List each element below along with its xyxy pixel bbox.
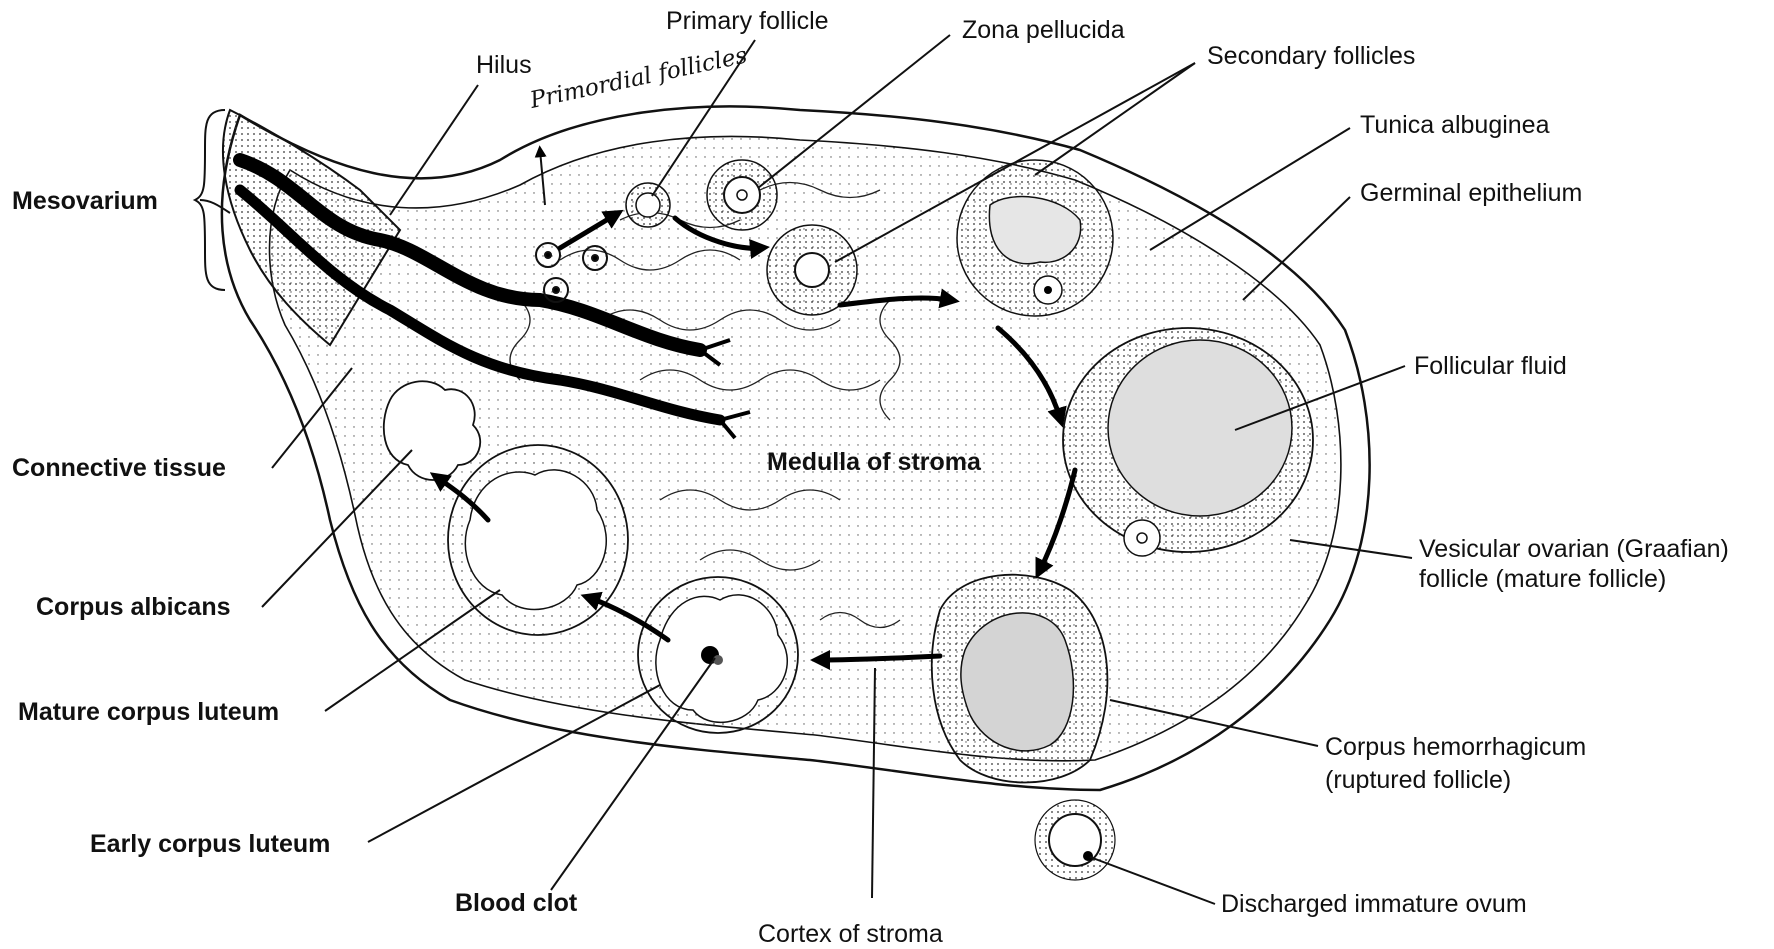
- discharged-ovum: [1035, 800, 1115, 880]
- label-secondary-follicles: Secondary follicles: [1207, 42, 1415, 70]
- label-mesovarium: Mesovarium: [12, 187, 158, 215]
- corpus-hemorrhagicum: [932, 575, 1108, 783]
- label-primordial-follicles: Primordial follicles: [527, 42, 750, 114]
- label-follicular-fluid: Follicular fluid: [1414, 352, 1567, 380]
- secondary-follicle-small: [767, 225, 857, 315]
- label-zona-pellucida: Zona pellucida: [962, 16, 1125, 44]
- label-vesicular-follicle-2: follicle (mature follicle): [1419, 565, 1666, 593]
- label-vesicular-follicle-1: Vesicular ovarian (Graafian): [1419, 535, 1729, 563]
- mesovarium-bracket: [195, 110, 225, 290]
- label-primary-follicle: Primary follicle: [666, 7, 829, 35]
- zona-pellucida-follicle: [707, 160, 777, 230]
- secondary-follicle-large: [957, 160, 1113, 316]
- label-medulla-of-stroma: Medulla of stroma: [767, 448, 982, 476]
- label-cortex-of-stroma: Cortex of stroma: [758, 920, 943, 948]
- label-mature-corpus-luteum: Mature corpus luteum: [18, 698, 279, 726]
- label-connective-tissue: Connective tissue: [12, 454, 226, 482]
- label-discharged-ovum: Discharged immature ovum: [1221, 890, 1527, 918]
- label-corpus-albicans: Corpus albicans: [36, 593, 231, 621]
- label-corpus-hemorrhagicum-2: (ruptured follicle): [1325, 766, 1511, 794]
- label-germinal-epithelium: Germinal epithelium: [1360, 179, 1582, 207]
- label-corpus-hemorrhagicum-1: Corpus hemorrhagicum: [1325, 733, 1586, 761]
- label-blood-clot: Blood clot: [455, 889, 578, 917]
- label-early-corpus-luteum: Early corpus luteum: [90, 830, 330, 858]
- early-corpus-luteum: [638, 577, 798, 733]
- label-hilus: Hilus: [476, 51, 532, 79]
- primary-follicle: [626, 183, 670, 227]
- label-tunica-albuginea: Tunica albuginea: [1360, 111, 1550, 139]
